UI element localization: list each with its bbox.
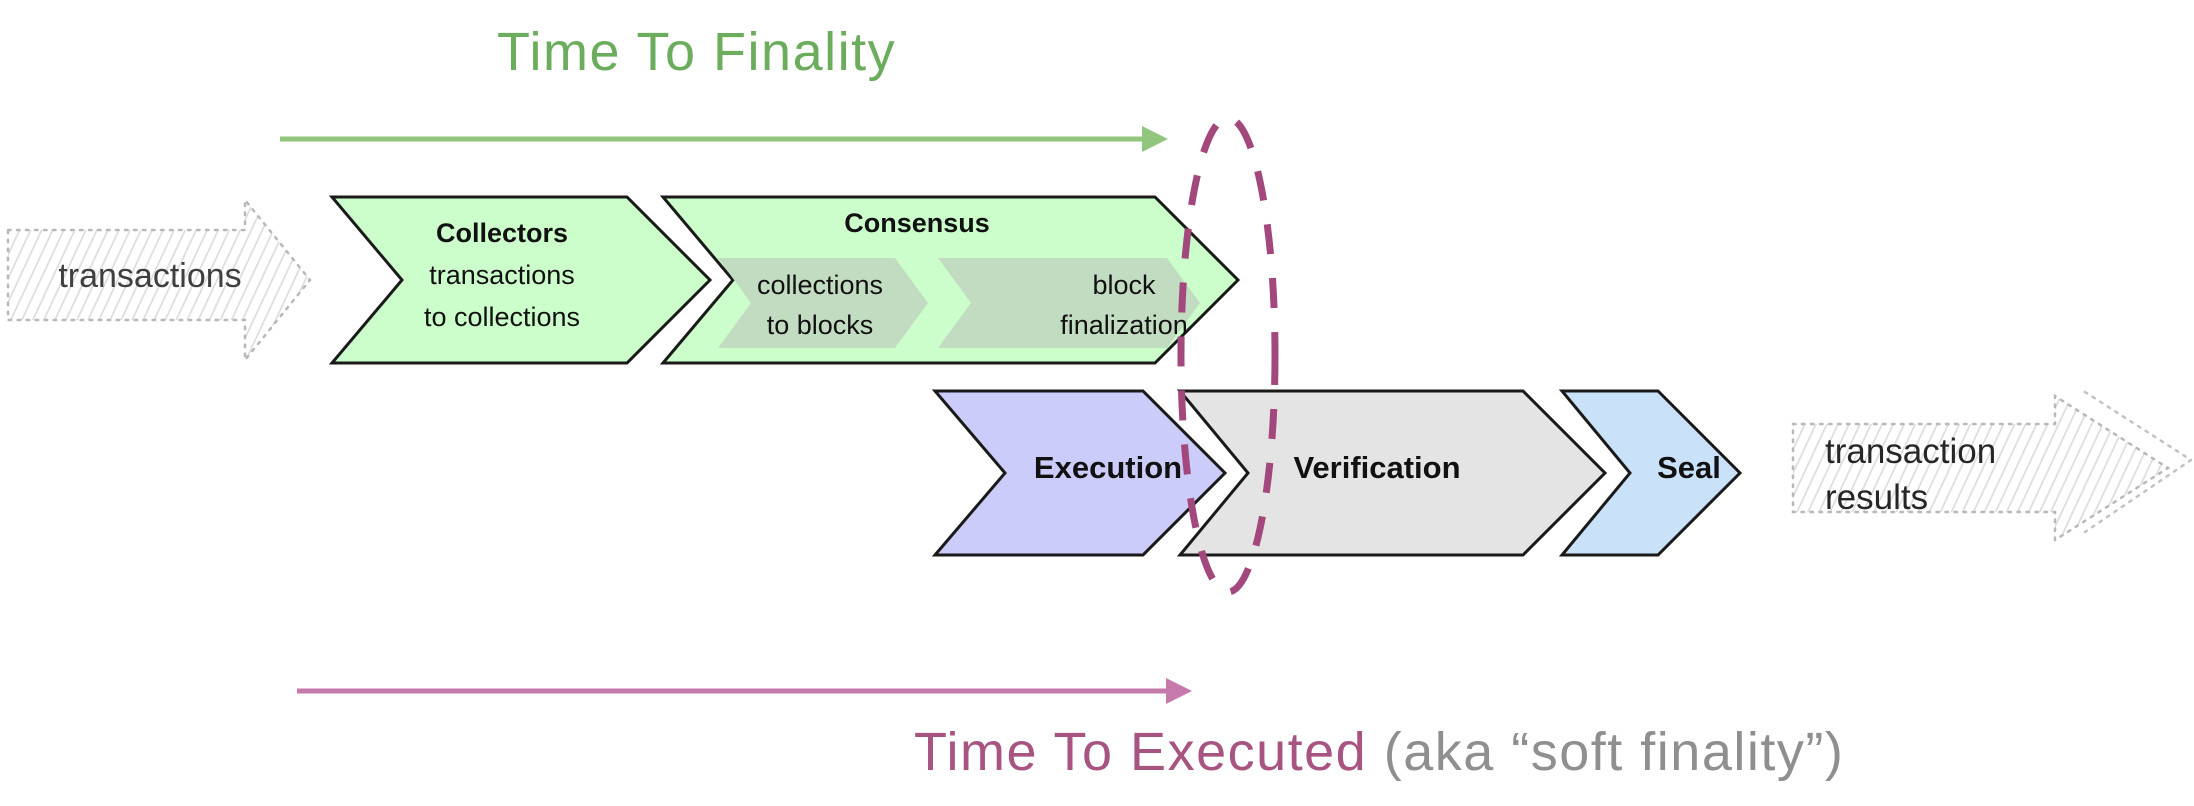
transactions-input-arrow — [6, 196, 312, 364]
time-to-finality-title: Time To Finality — [497, 22, 897, 82]
consensus-sub1-line2: to blocks — [766, 310, 874, 340]
soft-finality-boundary-ellipse — [1177, 114, 1279, 596]
collectors-desc-line2: to collections — [423, 302, 581, 332]
collectors-stage-label: Collectors transactions to collections — [352, 212, 652, 338]
transactions-input-label: transactions — [0, 255, 300, 297]
consensus-substage-1-label: collections to blocks — [720, 265, 920, 345]
execution-chevron — [931, 389, 1228, 557]
time-to-finality-arrow — [280, 126, 1168, 152]
seal-chevron — [1558, 389, 1743, 557]
results-arrow-shape — [1791, 393, 2171, 543]
verification-stage-title: Verification — [1293, 450, 1461, 485]
consensus-sub2-line1: block — [1092, 270, 1156, 300]
collectors-desc-line1: transactions — [429, 260, 575, 290]
transaction-results-output-arrow — [1791, 390, 2194, 543]
transactions-arrow-shape — [6, 196, 312, 364]
seal-stage-title: Seal — [1657, 450, 1721, 485]
consensus-stage-title: Consensus — [844, 208, 990, 238]
executed-arrowhead-icon — [1166, 678, 1192, 704]
finality-arrowhead-icon — [1142, 126, 1168, 152]
time-to-executed-title: Time To Executed (aka “soft finality”) — [914, 720, 1844, 784]
transaction-results-label: transaction results — [1825, 429, 1996, 521]
collectors-stage-title: Collectors — [435, 218, 569, 248]
results-line2: results — [1825, 478, 1929, 517]
consensus-substage-2-chevron — [938, 258, 1200, 348]
verification-chevron — [1176, 389, 1608, 557]
consensus-substage-1-chevron — [718, 258, 928, 348]
results-arrowhead-ghost — [2083, 390, 2194, 534]
time-to-executed-arrow — [297, 678, 1192, 704]
time-to-executed-text: Time To Executed — [914, 722, 1368, 782]
transactions-input-text: transactions — [58, 257, 242, 295]
collectors-chevron — [328, 195, 713, 365]
execution-stage-title: Execution — [1033, 450, 1183, 485]
results-line1: transaction — [1825, 432, 1997, 471]
consensus-substage-2-label: block finalization — [1024, 265, 1224, 345]
consensus-sub1-line1: collections — [756, 270, 884, 300]
consensus-sub2-line2: finalization — [1060, 310, 1188, 340]
soft-finality-suffix-text: (aka “soft finality”) — [1367, 722, 1845, 782]
